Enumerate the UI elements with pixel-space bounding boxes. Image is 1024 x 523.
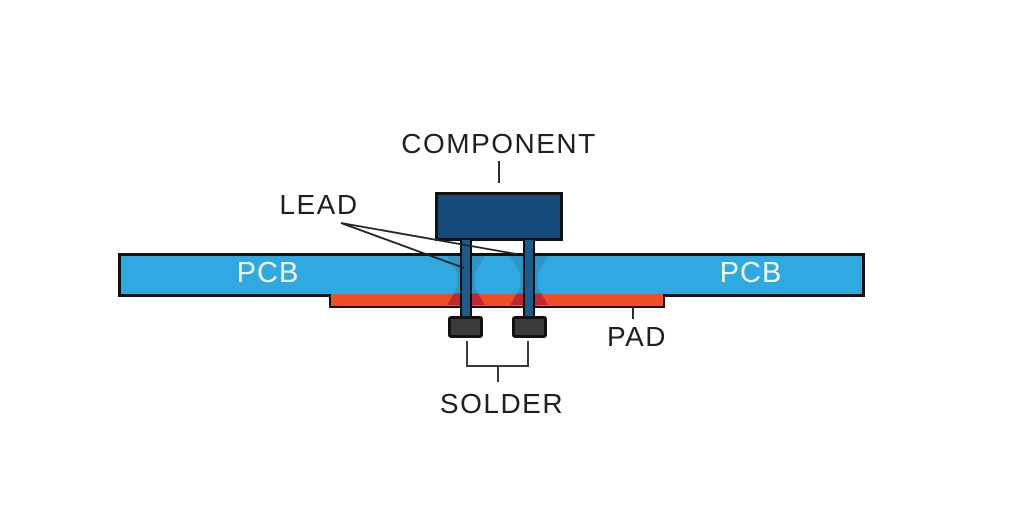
pcb-label-right: PCB	[719, 257, 783, 290]
lead-label: LEAD	[279, 189, 359, 220]
solder-bracket	[466, 341, 529, 382]
lead-right-pin	[523, 240, 535, 322]
solder-joint-left	[448, 316, 483, 338]
component-body	[435, 192, 563, 241]
component-label: COMPONENT	[401, 128, 597, 159]
solder-joint-right	[512, 316, 547, 338]
lead-left-pin	[460, 240, 472, 322]
pcb-board: PCB PCB	[118, 253, 865, 297]
solder-pad	[329, 294, 665, 308]
pcb-label-left: PCB	[236, 257, 300, 290]
pad-label: PAD	[607, 321, 667, 352]
solder-label: SOLDER	[439, 388, 565, 419]
